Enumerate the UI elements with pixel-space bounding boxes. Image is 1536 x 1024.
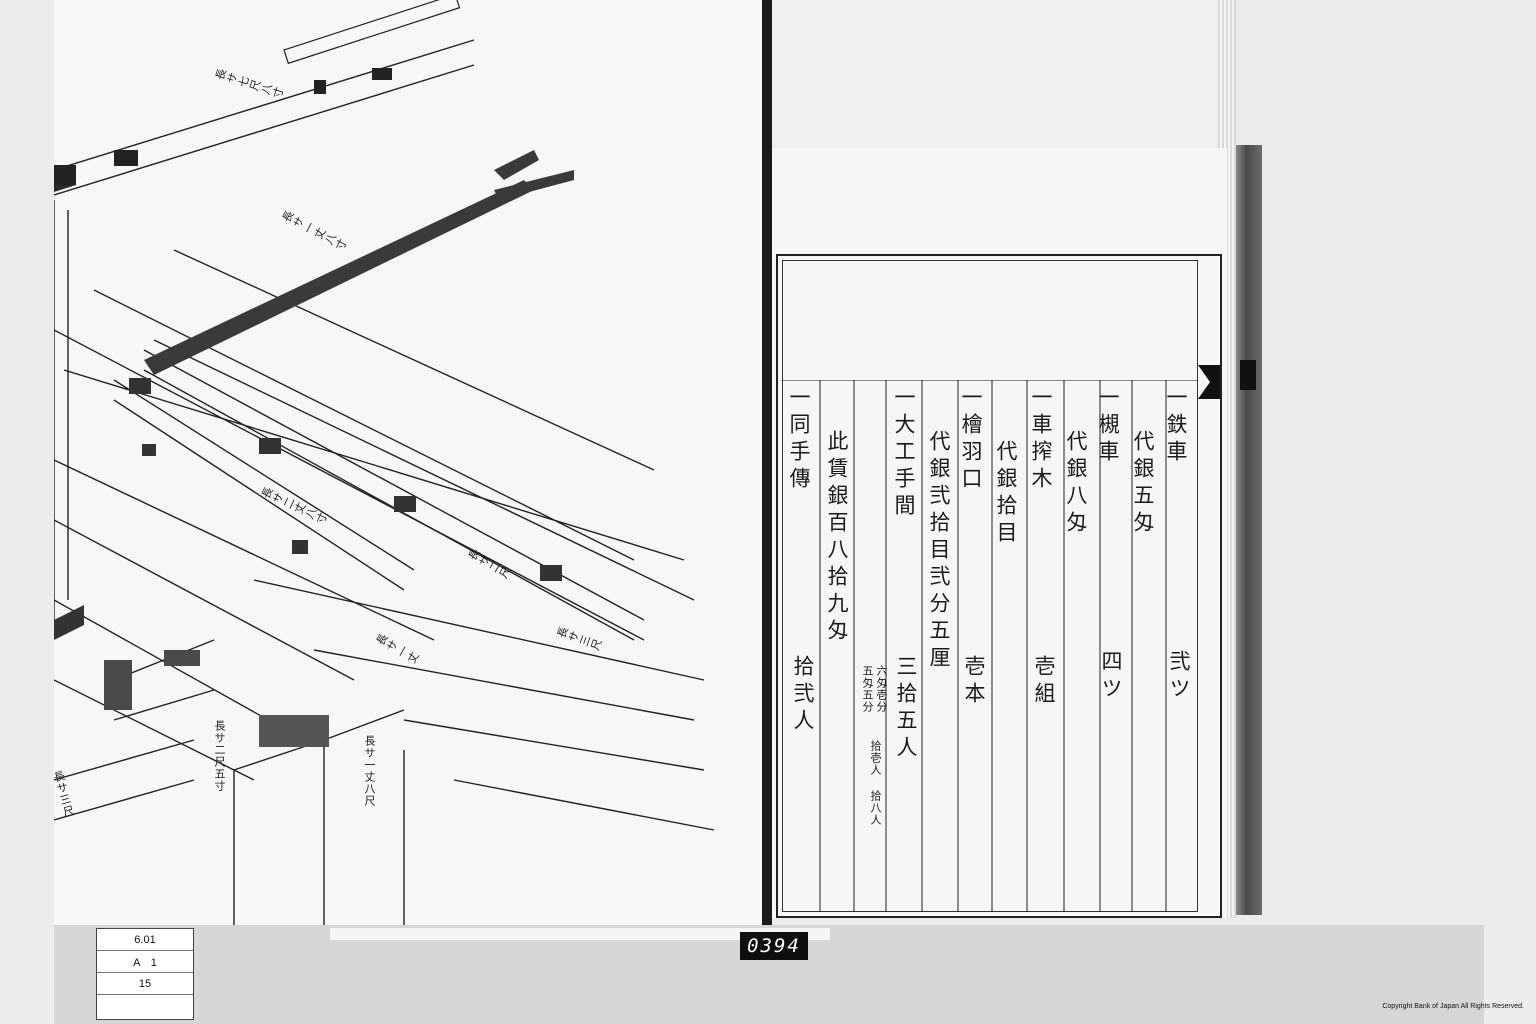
copyright-notice: Copyright Bank of Japan All Rights Reser… [1382,1003,1524,1010]
facing-page-top [772,0,1217,150]
book-spine [762,0,772,930]
folio-number: 0394 [740,932,808,960]
entry-carpenter-labor: 一大工手間 [892,386,916,521]
entry-assistant: 一同手傳 [787,386,811,494]
annotation-7: 長サ二尺五寸 [213,720,226,792]
text-frame-inner [782,260,1198,912]
entry-carpenter-note-1: 六匁壱分 [875,665,888,713]
entry-wage-total: 此賃銀百八拾九匁 [825,430,849,646]
fishtail-mark-icon [1198,365,1220,399]
entry-iron-wheel: 一鉄車 [1164,386,1188,467]
reference-label-row-2: A 1 [97,951,193,973]
entry-carpenter-labor-count: 三拾五人 [894,655,918,763]
reference-label-row-4 [97,995,193,1017]
entry-cypress-nozzle: 一檜羽口 [959,386,983,494]
left-page-drawing: 長サ七尺八寸 長サ一丈八寸 長サ二丈八寸 長サ二尺 長サ三尺 長サ一丈 長サ二尺… [54,0,764,925]
entry-cypress-nozzle-price: 代銀弐拾目弐分五厘 [927,430,951,673]
entry-wheel-press: 一車搾木 [1029,386,1053,494]
entry-cypress-nozzle-count: 壱本 [962,655,986,709]
entry-assistant-count: 拾弐人 [791,655,815,736]
reference-label-row-1: 6.01 [97,929,193,951]
annotation-8: 長サ一丈八尺 [363,735,376,807]
reference-label-row-3: 15 [97,973,193,995]
entry-zelkova-wheel: 一槻車 [1096,386,1120,467]
entry-iron-wheel-price: 代銀五匁 [1131,430,1155,538]
entry-wheel-press-price: 代銀拾目 [994,440,1018,548]
isometric-drawing [54,0,715,925]
entry-zelkova-wheel-price: 代銀八匁 [1064,430,1088,538]
entry-zelkova-wheel-count: 四ツ [1099,650,1123,704]
column-rules [782,380,1198,912]
entry-iron-wheel-count: 弐ツ [1167,650,1191,704]
reference-label: 6.01 A 1 15 [96,928,194,1020]
entry-wheel-press-count: 壱組 [1032,655,1056,709]
entry-carpenter-note-3: 拾壱人 拾八人 [869,740,882,826]
book-fore-edge [1236,145,1262,915]
right-page [772,148,1227,918]
paper-slip [330,928,830,940]
entry-carpenter-note-2: 五匁五分 [861,665,874,713]
text-frame-outer [776,254,1222,918]
